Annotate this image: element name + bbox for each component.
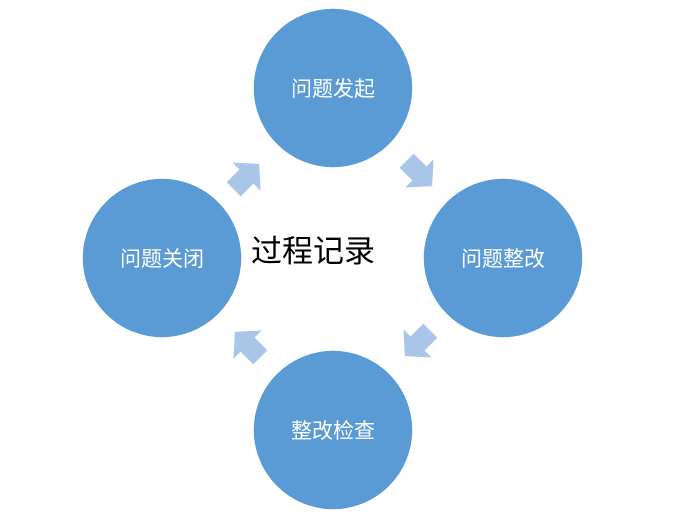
node-circle bbox=[81, 177, 243, 339]
node-label: 问题发起 bbox=[291, 77, 375, 101]
node-label: 整改检查 bbox=[291, 419, 375, 443]
node-rectification-check: 整改检查 bbox=[252, 349, 414, 511]
node-label: 问题关闭 bbox=[120, 247, 204, 271]
node-circle bbox=[422, 177, 584, 339]
arrows bbox=[226, 153, 438, 365]
node-circle bbox=[252, 349, 414, 511]
node-issue-rectification: 问题整改 bbox=[422, 177, 584, 339]
node-issue-initiated: 问题发起 bbox=[252, 7, 414, 169]
node-circle bbox=[252, 7, 414, 169]
node-label: 问题整改 bbox=[461, 247, 545, 271]
arrow-rectify-to-inspect bbox=[403, 323, 438, 358]
node-issue-closed: 问题关闭 bbox=[81, 177, 243, 339]
arrow-inspect-to-close bbox=[233, 330, 268, 365]
arrow-close-to-initiate bbox=[226, 162, 261, 197]
arrow-initiate-to-rectify bbox=[399, 153, 434, 188]
center-label: 过程记录 bbox=[251, 234, 375, 270]
